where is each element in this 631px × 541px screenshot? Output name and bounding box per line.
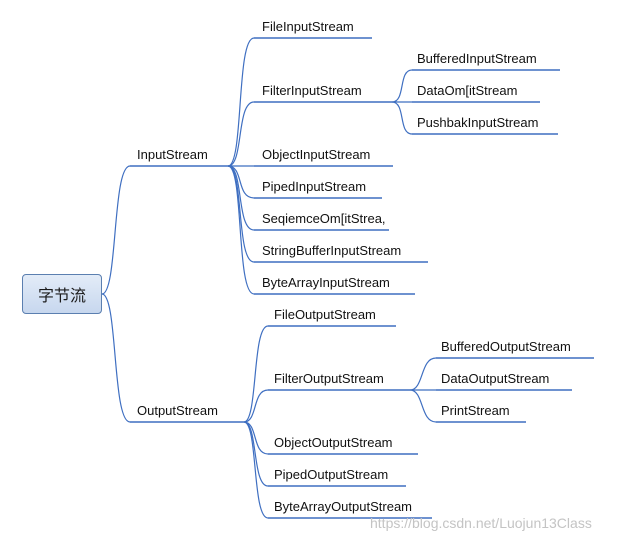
node-sequenceinputstream[interactable]: SeqiemceOm[itStrea,	[262, 211, 386, 226]
node-objectoutputstream[interactable]: ObjectOutputStream	[274, 435, 393, 450]
connector-bufferedoutputstream	[409, 357, 437, 391]
node-filterinputstream[interactable]: FilterInputStream	[262, 83, 362, 98]
node-pipedoutputstream[interactable]: PipedOutputStream	[274, 467, 389, 482]
connector-fileinputstream	[227, 37, 255, 167]
node-filteroutputstream[interactable]: FilterOutputStream	[274, 371, 384, 386]
node-bytearrayinputstream[interactable]: ByteArrayInputStream	[262, 275, 390, 290]
node-fileinputstream[interactable]: FileInputStream	[262, 19, 354, 34]
node-bufferedinputstream[interactable]: BufferedInputStream	[417, 51, 537, 66]
node-printstream[interactable]: PrintStream	[441, 403, 510, 418]
connector-root-input	[101, 165, 131, 295]
node-pushbackinputstream[interactable]: PushbakInputStream	[417, 115, 539, 130]
connector-filterinputstream	[227, 101, 255, 167]
connector-bufferedinputstream	[391, 69, 413, 103]
node-stringbufferinputstream[interactable]: StringBufferInputStream	[262, 243, 402, 258]
root-node-byte-stream[interactable]: 字节流	[22, 274, 102, 314]
connector-stringbufferinputstream	[227, 165, 255, 263]
connector-objectoutputstream	[243, 421, 269, 455]
connector-bytearrayinputstream	[227, 165, 255, 295]
node-pipedinputstream[interactable]: PipedInputStream	[262, 179, 367, 194]
node-dataoutputstream[interactable]: DataOutputStream	[441, 371, 550, 386]
node-outputstream[interactable]: OutputStream	[137, 403, 218, 418]
node-bufferedoutputstream[interactable]: BufferedOutputStream	[441, 339, 571, 354]
node-objectinputstream[interactable]: ObjectInputStream	[262, 147, 371, 162]
node-bytearrayoutputstream[interactable]: ByteArrayOutputStream	[274, 499, 412, 514]
root-node-label: 字节流	[37, 288, 86, 305]
connector-bytearrayoutputstream	[243, 421, 269, 519]
connector-pipedinputstream	[227, 165, 255, 199]
connector-filteroutputstream	[243, 389, 269, 423]
connector-pushbackinputstream	[391, 101, 413, 135]
watermark-text: https://blog.csdn.net/Luojun13Class	[370, 515, 592, 531]
node-datainputstream[interactable]: DataOm[itStream	[417, 83, 518, 98]
connector-printstream	[409, 389, 437, 423]
connector-root-output	[101, 293, 131, 423]
connector-fileoutputstream	[243, 325, 269, 423]
node-inputstream[interactable]: InputStream	[137, 147, 208, 162]
node-fileoutputstream[interactable]: FileOutputStream	[274, 307, 376, 322]
